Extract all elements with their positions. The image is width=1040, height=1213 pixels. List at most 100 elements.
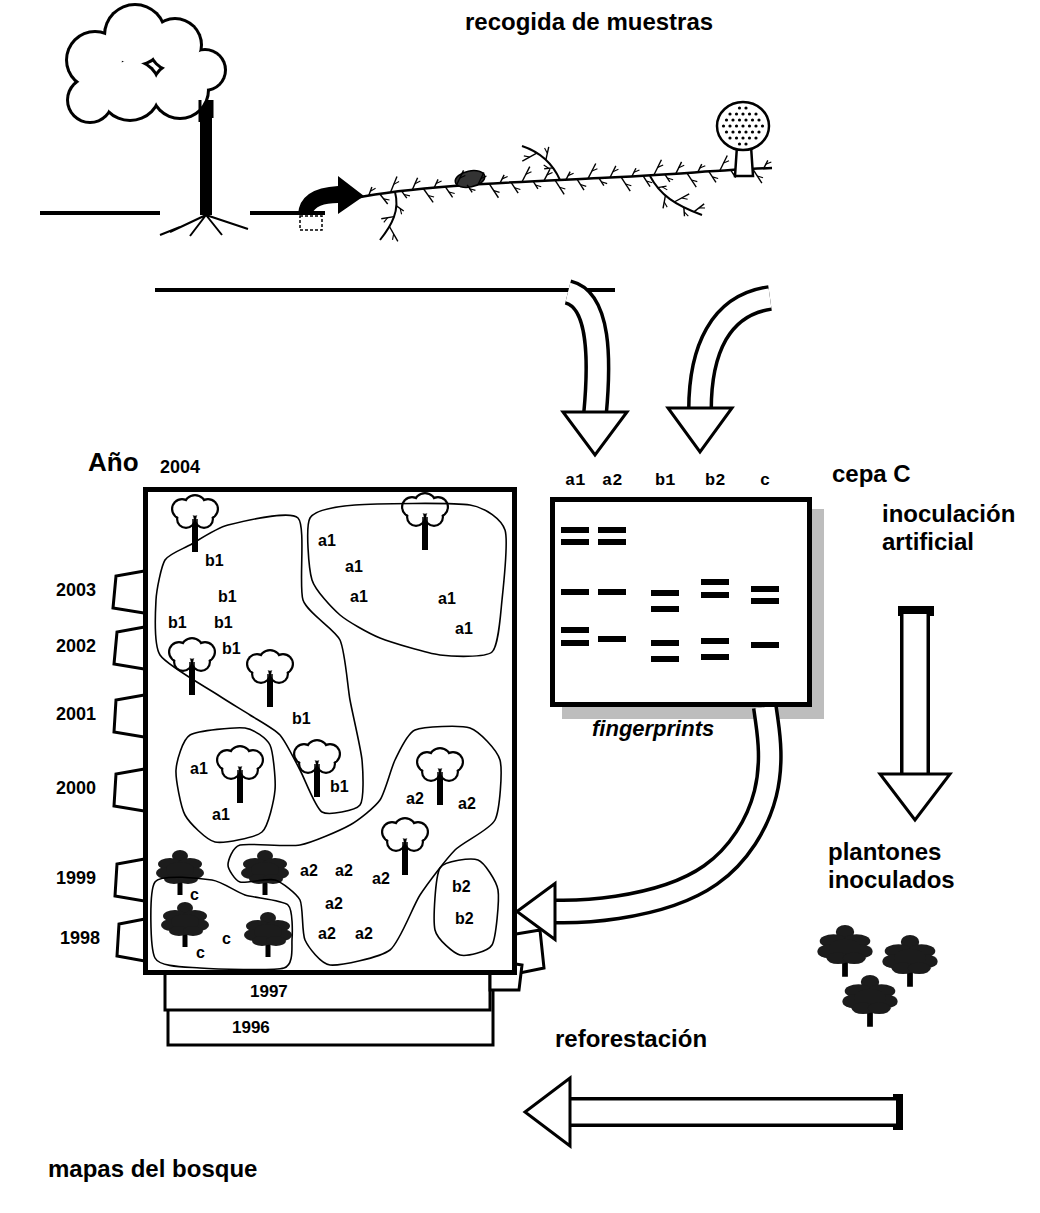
year-tab: 2000 bbox=[56, 778, 96, 799]
strain-code: b1 bbox=[222, 640, 241, 658]
divider-line bbox=[155, 288, 615, 292]
pine-tree bbox=[882, 935, 937, 987]
strain-code: b1 bbox=[214, 614, 233, 632]
strain-code: a1 bbox=[438, 590, 456, 608]
sample-box bbox=[300, 216, 322, 230]
broadleaf-tree bbox=[401, 492, 449, 550]
pine-tree bbox=[161, 902, 209, 947]
broadleaf-tree bbox=[381, 817, 429, 875]
strain-region: a2 a2 a2 a2 a2 a2 a2 a2 bbox=[222, 722, 506, 971]
region-outline bbox=[429, 854, 504, 961]
strain-code: a2 bbox=[335, 862, 353, 880]
region-outline bbox=[149, 874, 298, 974]
gel-bands bbox=[561, 527, 779, 662]
strain-code: b2 bbox=[452, 878, 471, 896]
strain-code: c bbox=[190, 886, 199, 904]
strain-region: a1 a1 bbox=[170, 722, 281, 848]
strain-region: a1 a1 a1 a1 a1 bbox=[304, 499, 511, 661]
strain-code: a1 bbox=[455, 620, 473, 638]
strain-code: a2 bbox=[318, 925, 336, 943]
arrow-body bbox=[552, 707, 770, 912]
pine-tree bbox=[241, 850, 289, 895]
lane-label: a1 bbox=[565, 471, 585, 491]
strain-region: ccc bbox=[149, 874, 298, 974]
pine-tree bbox=[244, 912, 292, 957]
year-tab: 1998 bbox=[60, 928, 100, 949]
forest-map: Año2004b1b1b1b1b1b1b1a1a1a1a1a1a1a1a2a2a… bbox=[143, 487, 517, 975]
strain-region: b2 b2 bbox=[429, 854, 504, 961]
region-outline bbox=[176, 728, 275, 843]
strain-code: c bbox=[196, 944, 205, 962]
year-tab: 2003 bbox=[56, 580, 96, 601]
strain-code: a2 bbox=[406, 790, 424, 808]
strain-code: a2 bbox=[372, 870, 390, 888]
mycorrhiza-root bbox=[355, 146, 772, 241]
map-caption: mapas del bosque bbox=[48, 1155, 257, 1183]
strain-code: a2 bbox=[458, 795, 476, 813]
gel-caption: fingerprints bbox=[592, 716, 714, 741]
pine-tree bbox=[842, 975, 897, 1027]
step-label: inoculación artificial bbox=[882, 500, 1034, 555]
region-outline bbox=[151, 877, 292, 969]
strain-code: b1 bbox=[292, 710, 311, 728]
lane-label: b1 bbox=[655, 471, 675, 491]
strain-code: a2 bbox=[355, 925, 373, 943]
strain-code: a1 bbox=[190, 760, 208, 778]
year-tab: 2002 bbox=[56, 636, 96, 657]
step-title: recogida de muestras bbox=[465, 8, 713, 36]
arrow-body bbox=[552, 707, 770, 912]
strain-code: a2 bbox=[325, 895, 343, 913]
inoculation-arrow bbox=[880, 606, 950, 820]
arrow-head bbox=[517, 884, 555, 940]
lane-label: a2 bbox=[602, 471, 622, 491]
sample-to-gel-arrow bbox=[563, 292, 627, 455]
strain-code: c bbox=[222, 930, 231, 948]
hollow-arrow bbox=[517, 707, 770, 940]
region-outline bbox=[228, 726, 501, 965]
broadleaf-tree bbox=[168, 637, 216, 695]
sample-tree bbox=[65, 3, 248, 236]
region-outline bbox=[434, 859, 498, 955]
region-outline bbox=[155, 515, 363, 813]
region-outline bbox=[170, 722, 281, 848]
map-trees bbox=[156, 492, 938, 1027]
strain-code: a1 bbox=[350, 588, 368, 606]
map-ground bbox=[143, 487, 517, 975]
lane-label: c bbox=[760, 471, 770, 491]
broadleaf-tree bbox=[246, 649, 294, 707]
step-label: reforestación bbox=[555, 1025, 707, 1053]
year-tab: 2001 bbox=[56, 704, 96, 725]
year-page: 1997 bbox=[250, 982, 288, 1002]
strain-label: cepa C bbox=[832, 460, 911, 488]
region-outline bbox=[308, 503, 506, 656]
lane-label: b2 bbox=[705, 471, 725, 491]
broadleaf-tree bbox=[171, 494, 219, 552]
year-page: 1996 bbox=[232, 1018, 270, 1038]
strain-code: b1 bbox=[218, 588, 237, 606]
region-outline bbox=[304, 499, 511, 661]
strain-code: b1 bbox=[330, 778, 349, 796]
strain-to-gel-arrow bbox=[668, 298, 770, 452]
sample-arrow bbox=[298, 176, 364, 214]
gel-ground bbox=[550, 497, 812, 707]
reforestation-arrow bbox=[525, 1078, 903, 1146]
strain-code: a1 bbox=[212, 806, 230, 824]
map-year-heading: Año bbox=[88, 448, 139, 478]
strain-region: b1 b1 b1 b1 b1 b1 b1 bbox=[150, 512, 368, 818]
map-year-heading: 2004 bbox=[160, 457, 200, 478]
year-tab: 1999 bbox=[56, 868, 96, 889]
strain-code: b1 bbox=[168, 614, 187, 632]
ground-line bbox=[40, 211, 325, 215]
strain-code: a2 bbox=[300, 862, 318, 880]
region-outline bbox=[150, 512, 368, 818]
pine-tree bbox=[817, 925, 872, 977]
fingerprint-gel: a1a2b1b2cfingerprints bbox=[550, 497, 812, 707]
strain-code: a1 bbox=[318, 532, 336, 550]
strain-code: a1 bbox=[345, 558, 363, 576]
strain-code: b2 bbox=[455, 910, 474, 928]
strain-code: b1 bbox=[205, 552, 224, 570]
step-label: plantones inoculados bbox=[828, 838, 998, 893]
mushroom bbox=[717, 102, 769, 176]
broadleaf-tree bbox=[216, 745, 264, 803]
